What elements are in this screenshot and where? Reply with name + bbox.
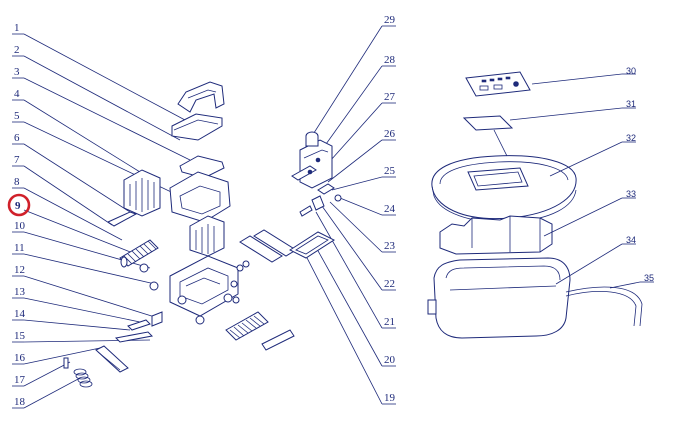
label-11: 11: [14, 242, 25, 254]
label-4: 4: [14, 88, 20, 100]
bar-part: [106, 211, 138, 227]
handle-cover-part: [171, 113, 223, 141]
upper-housing-part: [169, 171, 231, 223]
label-28: 28: [384, 54, 396, 66]
handle-part: [177, 81, 225, 113]
pin-part: [127, 319, 151, 331]
membrane-part: [462, 115, 514, 131]
label-13: 13: [14, 286, 26, 298]
highlight-circle: [7, 193, 31, 217]
filter-panel-2-part: [189, 215, 225, 257]
label-24: 24: [384, 203, 396, 215]
label-32: 32: [626, 133, 636, 143]
label-8: 8: [14, 176, 20, 188]
robot-parts: [63, 81, 342, 388]
label-18: 18: [14, 396, 26, 408]
inner-frame-part: [439, 215, 553, 255]
label-6: 6: [14, 132, 20, 144]
lid-part: [431, 155, 577, 223]
label-10: 10: [14, 220, 26, 232]
roller-cover-part: [261, 329, 295, 351]
label-3: 3: [14, 66, 20, 78]
track-belt-part: [95, 345, 129, 373]
gear-part: [149, 281, 159, 291]
label-31: 31: [626, 99, 636, 109]
label-14: 14: [14, 308, 26, 320]
label-2: 2: [14, 44, 20, 56]
label-5: 5: [14, 110, 20, 122]
wheel-part: [139, 263, 149, 273]
left-callouts: 1 2 3 4 5 6 7 8 9 10 11 12 13 14 15 16 1…: [7, 22, 191, 409]
label-27: 27: [384, 91, 396, 103]
brush-roller-left: [119, 239, 159, 268]
power-cable-part: [565, 286, 643, 327]
label-34: 34: [626, 235, 636, 245]
motor-assembly: [291, 131, 342, 217]
label-29: 29: [384, 14, 396, 26]
tiny-pin-part: [63, 357, 69, 369]
label-33: 33: [626, 189, 636, 199]
label-21: 21: [384, 316, 395, 328]
label-1: 1: [14, 22, 20, 34]
label-26: 26: [384, 128, 396, 140]
power-supply-group: 30 31 32 33 34 35: [427, 66, 654, 339]
label-9: 9: [15, 200, 21, 212]
label-7: 7: [14, 154, 20, 166]
label-23: 23: [384, 240, 396, 252]
label-15: 15: [14, 330, 26, 342]
label-17: 17: [14, 374, 26, 386]
top-plate-part: [179, 155, 225, 179]
label-25: 25: [384, 165, 396, 177]
label-16: 16: [14, 352, 26, 364]
rod-part: [114, 331, 154, 343]
chassis-part: [169, 255, 239, 317]
track-part-1: [239, 235, 283, 263]
brush-roller-right: [225, 311, 269, 341]
label-30: 30: [626, 66, 636, 76]
clip-part: [151, 311, 163, 327]
label-35: 35: [644, 273, 654, 283]
spring-part: [73, 368, 93, 388]
label-12: 12: [14, 264, 25, 276]
label-20: 20: [384, 354, 396, 366]
label-22: 22: [384, 278, 395, 290]
base-part: [427, 257, 571, 339]
label-19: 19: [384, 392, 396, 404]
control-panel-part: [465, 71, 531, 97]
plate-part: [288, 231, 336, 259]
